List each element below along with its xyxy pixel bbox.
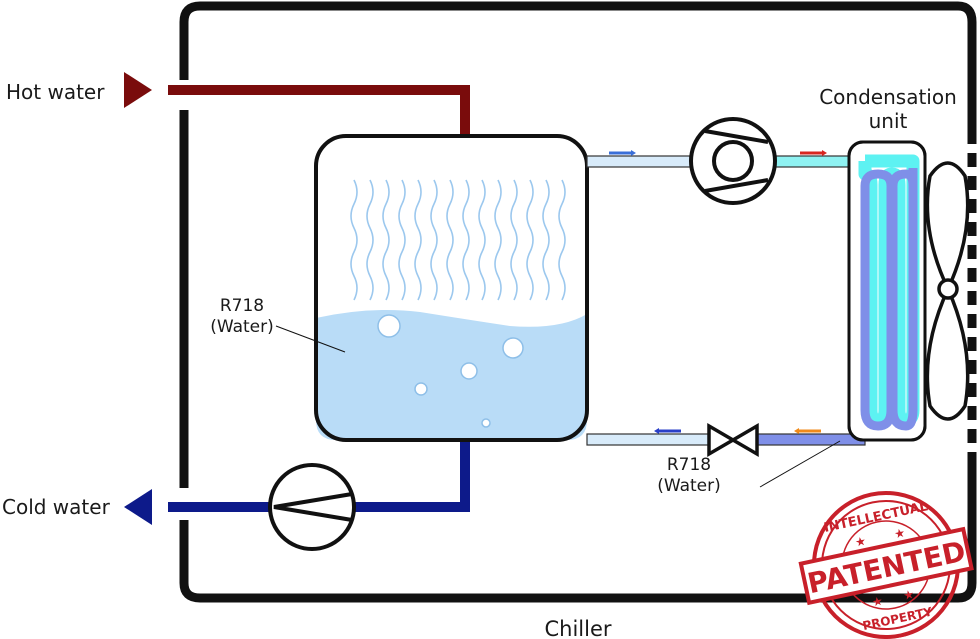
r718-tank-label-line1: R718: [220, 296, 264, 316]
tank-label-leader: [275, 325, 346, 353]
bubbles: [377, 314, 524, 428]
chiller-housing: [179, 1, 977, 603]
hot-water-label: Hot water: [6, 80, 105, 104]
r718-pipe-label-line2: (Water): [657, 476, 721, 496]
stamp-star-icon: ★: [854, 534, 867, 550]
condensation-label-line2: unit: [869, 109, 908, 133]
vapor-waves: [350, 179, 566, 301]
cold-water-outlet-arrow-icon: [124, 489, 152, 525]
stamp-star-icon: ★: [902, 587, 915, 603]
evaporator-tank: [314, 134, 589, 442]
cold-water-label: Cold water: [2, 495, 111, 519]
condensation-unit: [847, 140, 927, 442]
cold-water-pipe: [124, 440, 470, 525]
stamp-star-icon: ★: [893, 525, 906, 541]
hot-water-inlet-arrow-icon: [124, 72, 152, 108]
hot-water-pipe: [124, 72, 470, 136]
stamp-star-icon: ★: [871, 594, 884, 610]
fan-icon: [925, 161, 970, 421]
liquid-line: [586, 422, 866, 458]
r718-pipe-label-line1: R718: [667, 455, 711, 475]
r718-tank-label-line2: (Water): [210, 317, 274, 337]
compressor-icon: [689, 117, 777, 205]
water-level: [316, 310, 587, 440]
pipe-label-leader: [759, 440, 841, 488]
condensation-label-line1: Condensation: [819, 85, 957, 109]
patented-stamp: INTELLECTUAL PROPERTY ★ ★ ★ ★ PATENTED: [798, 491, 974, 639]
expansion-valve-icon: [707, 422, 759, 458]
chiller-label: Chiller: [544, 617, 611, 639]
pump-icon: [268, 463, 356, 551]
